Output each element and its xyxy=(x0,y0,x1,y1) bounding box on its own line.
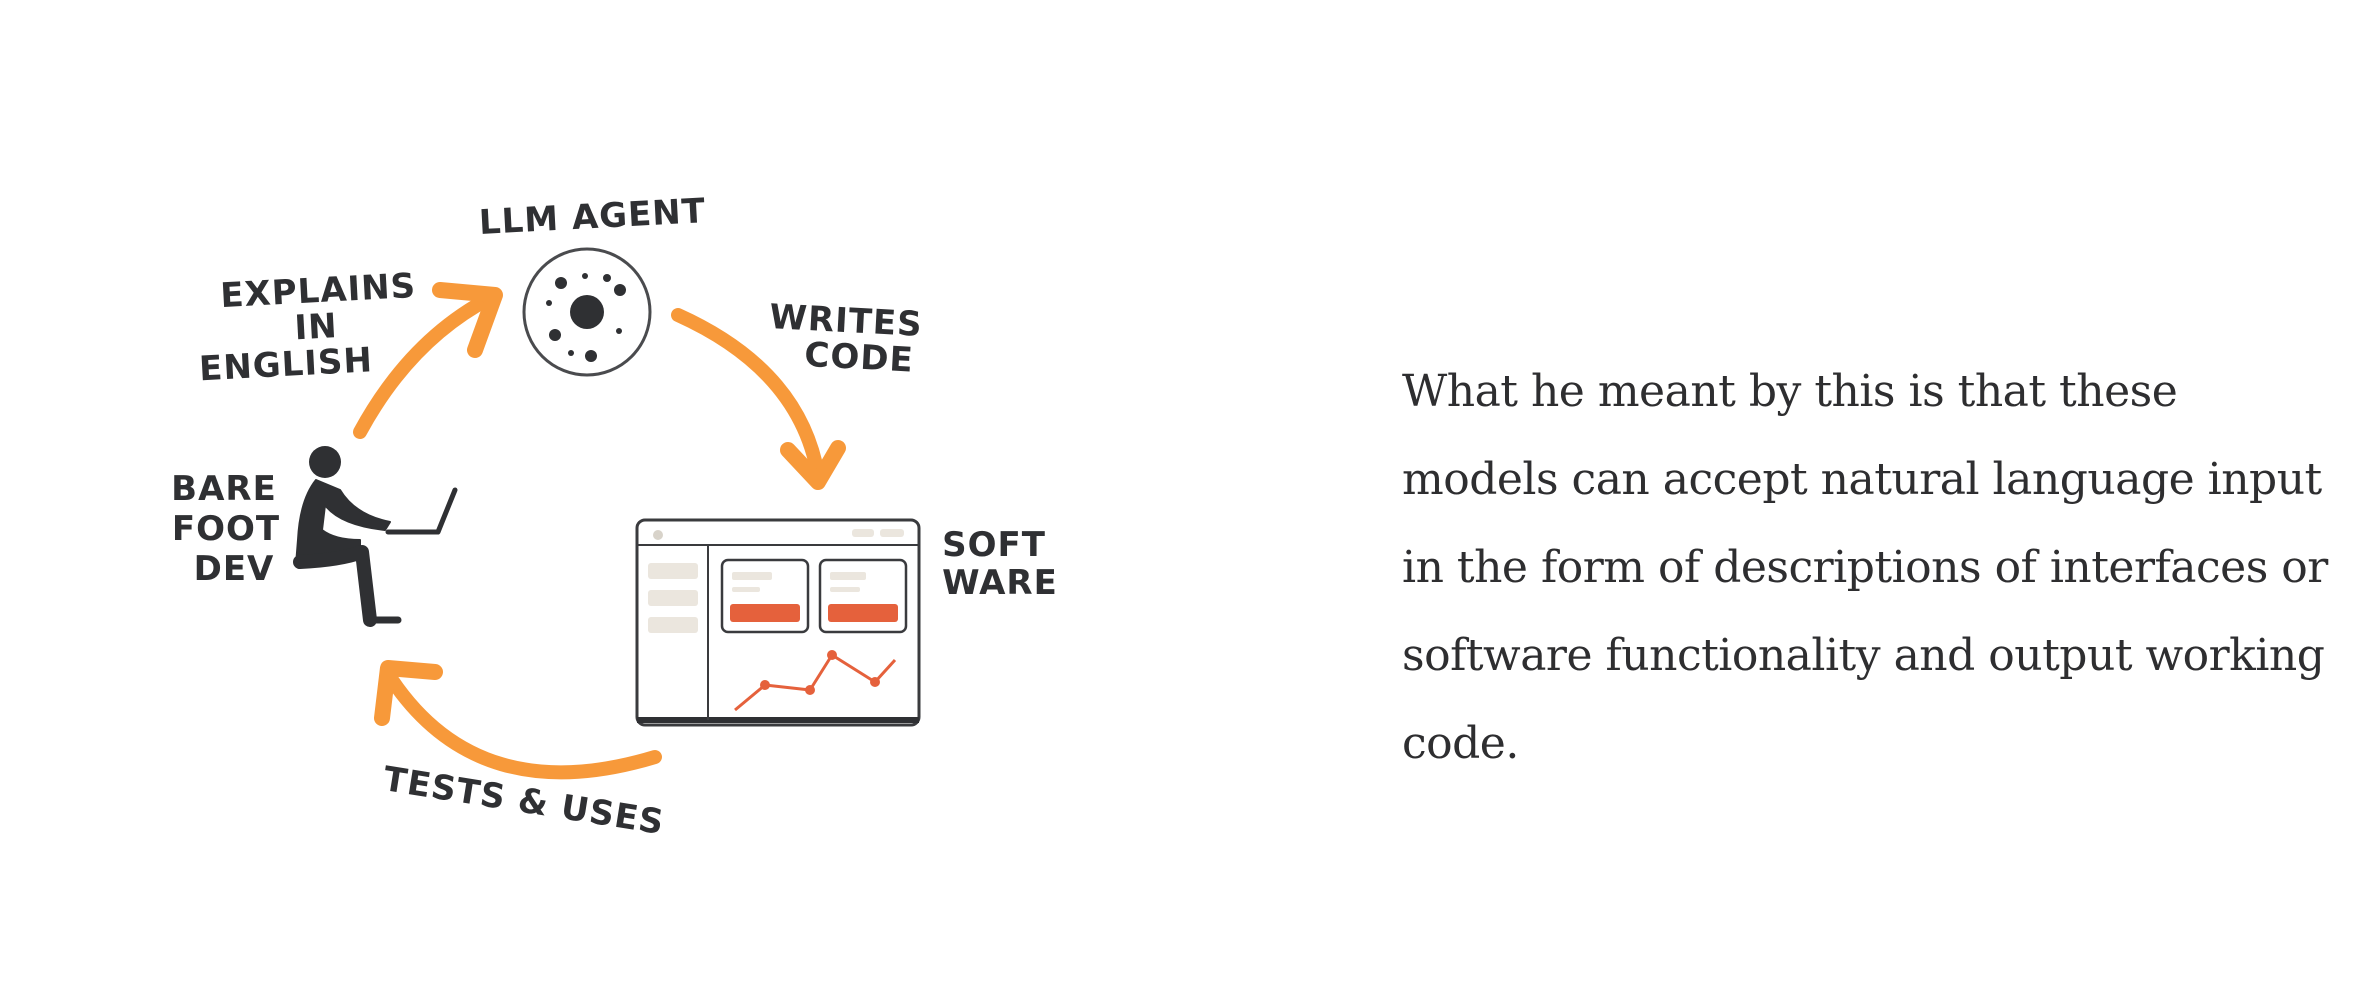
explains-in-english-label: EXPLAINS IN ENGLISH xyxy=(198,266,417,389)
explains-label-line-3: ENGLISH xyxy=(198,340,374,389)
arrow-explains xyxy=(353,291,497,439)
writes-code-label: WRITES CODE xyxy=(768,297,923,381)
llm-agent-icon xyxy=(522,247,652,377)
arrow-tests xyxy=(385,673,662,780)
software-label: SOFT WARE xyxy=(942,525,1058,603)
llm-agent-label: LLM AGENT xyxy=(478,191,707,243)
arrow-explains-head xyxy=(432,282,503,358)
software-window-icon xyxy=(635,518,921,727)
developer-with-laptop-icon xyxy=(293,446,458,627)
development-cycle-diagram: LLM AGENT EXPLAINS IN ENGLISH WRITES COD… xyxy=(171,191,1058,843)
caption-text: What he meant by this is that these mode… xyxy=(1402,366,2328,769)
dev-label-line-1: BARE xyxy=(171,469,277,509)
barefoot-dev-label: BARE FOOT DEV xyxy=(171,469,280,589)
arrow-tests-head xyxy=(374,660,443,726)
arrow-writes xyxy=(671,308,825,482)
writes-label-line-1: WRITES xyxy=(768,297,923,345)
cycle-arrows xyxy=(353,282,846,780)
dev-label-line-3: DEV xyxy=(194,549,275,589)
software-label-line-1: SOFT xyxy=(942,525,1046,565)
explains-label-line-2: IN xyxy=(294,306,339,348)
writes-label-line-2: CODE xyxy=(803,335,914,381)
software-label-line-2: WARE xyxy=(942,563,1058,603)
arrow-writes-head xyxy=(780,440,846,490)
dev-label-line-2: FOOT xyxy=(172,509,280,549)
